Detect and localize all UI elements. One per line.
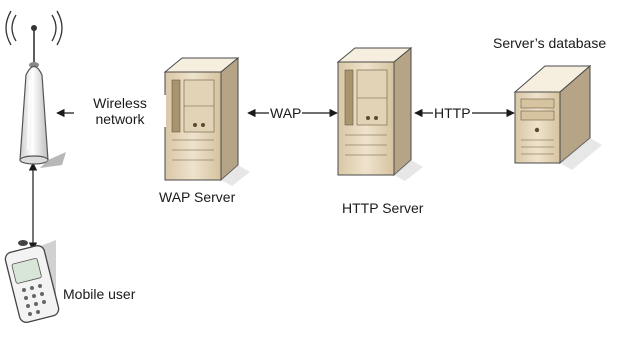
database-server-icon bbox=[513, 64, 602, 170]
wap-server-label: WAP Server bbox=[159, 189, 236, 205]
wap-server-icon bbox=[163, 56, 250, 186]
http-link-label: HTTP bbox=[433, 105, 472, 121]
mobile-phone-icon bbox=[4, 240, 60, 323]
http-server-label: HTTP Server bbox=[342, 200, 424, 216]
antenna-icon bbox=[5, 10, 66, 168]
http-server-icon bbox=[336, 46, 423, 181]
wireless-network-label: Wireless network bbox=[74, 95, 166, 127]
wap-link-label: WAP bbox=[269, 105, 303, 121]
database-label: Server’s database bbox=[493, 35, 607, 51]
mobile-user-label: Mobile user bbox=[63, 286, 136, 302]
